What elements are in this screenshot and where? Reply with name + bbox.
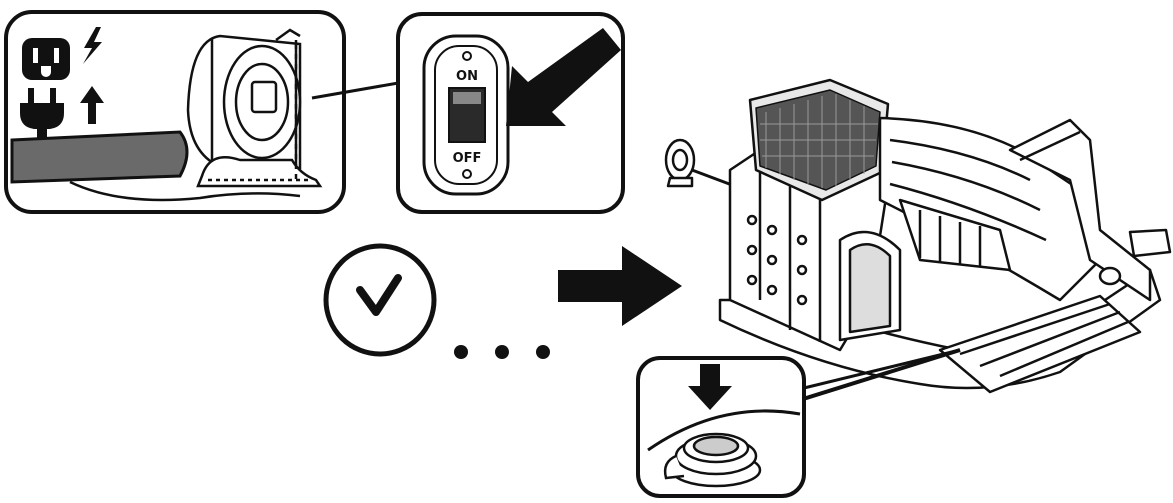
arrow-up-icon	[80, 86, 104, 124]
valve-panel	[636, 356, 806, 498]
arrow-right-icon	[558, 246, 682, 326]
pointer-arrow-icon	[506, 28, 621, 126]
small-blower	[664, 138, 741, 190]
switch-on-label: ON	[456, 69, 478, 84]
plug-icon	[20, 88, 64, 141]
inflation-valve	[663, 432, 762, 488]
blower-illustration	[186, 28, 323, 188]
switch-panel: ON OFF	[396, 12, 625, 214]
power-outlet-icon	[22, 38, 70, 80]
blower-plug-panel	[4, 10, 346, 214]
arrow-down-icon	[688, 364, 732, 410]
switch-off-label: OFF	[453, 151, 482, 166]
lightning-bolt-icon	[83, 27, 102, 64]
callout-line	[311, 80, 405, 100]
ellipsis-icon	[454, 345, 550, 359]
inflatable-slide-illustration	[664, 78, 1172, 394]
clock-icon	[323, 243, 437, 357]
